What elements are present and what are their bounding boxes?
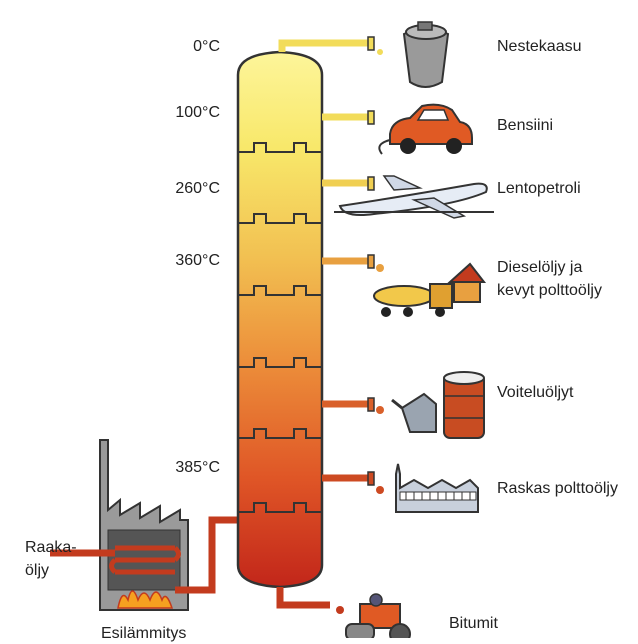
- pipe-caps: [367, 36, 375, 486]
- product-label-nestekaasu: Nestekaasu: [497, 38, 582, 55]
- temp-label-100: 100°C: [175, 104, 220, 121]
- product-label-diesel-line2: kevyt polttoöljy: [497, 282, 602, 299]
- flame-icon: [117, 590, 174, 609]
- tanker-truck-house-icon: [373, 262, 487, 317]
- temp-label-360: 360°C: [175, 252, 220, 269]
- airplane-icon: [334, 175, 494, 219]
- crude-oil-label-line2: öljy: [25, 562, 50, 579]
- product-label-diesel-line1: Dieselöljy ja: [497, 259, 583, 276]
- product-label-raskas-polttooljy: Raskas polttoöljy: [497, 480, 618, 497]
- product-label-bensiini: Bensiini: [497, 117, 554, 134]
- drips: [336, 49, 384, 614]
- tower-trays: [238, 142, 322, 513]
- preheat-label: Esilämmitys: [101, 625, 187, 642]
- temp-label-260: 260°C: [175, 180, 220, 197]
- factory-icon: [395, 463, 479, 513]
- product-label-voiteluoljyt: Voiteluöljyt: [497, 384, 574, 401]
- output-pipes: [276, 39, 370, 609]
- distillation-tower: [236, 50, 324, 589]
- product-label-bitumit: Bitumit: [449, 615, 498, 632]
- temp-label-0: 0°C: [193, 38, 220, 55]
- crude-oil-label-line1: Raaka-: [25, 539, 77, 556]
- preheater-furnace: [50, 439, 238, 611]
- road-roller-icon: [345, 593, 411, 644]
- gas-cylinder-icon: [402, 21, 450, 88]
- product-label-lentopetroli: Lentopetroli: [497, 180, 581, 197]
- temp-label-385: 385°C: [175, 459, 220, 476]
- car-icon: [378, 103, 473, 155]
- oil-barrel-oilcan-icon: [391, 371, 485, 439]
